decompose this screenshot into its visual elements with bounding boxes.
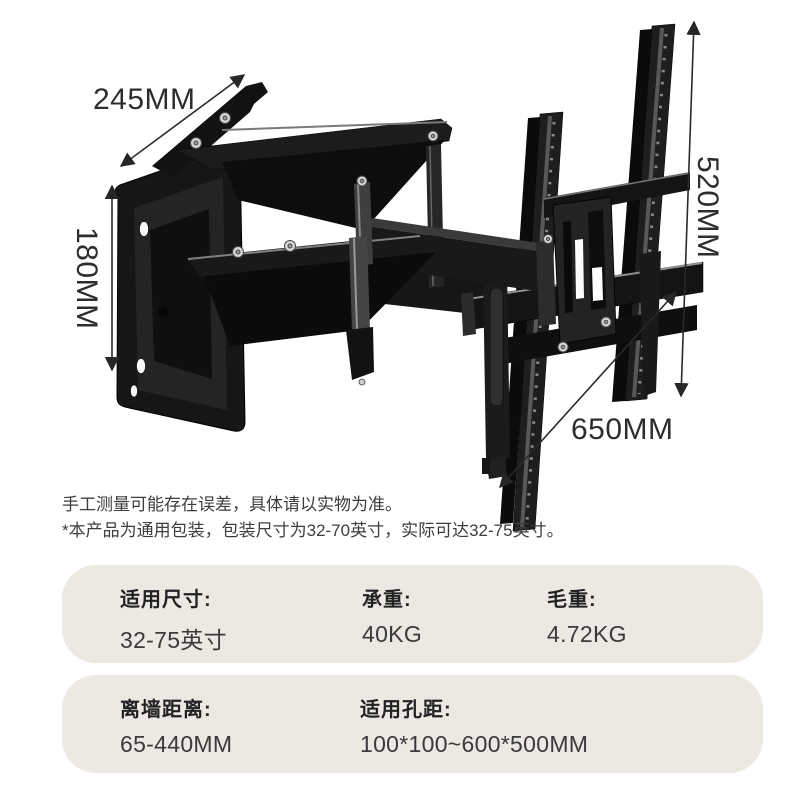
lower-arm-sheet (204, 252, 436, 346)
wall-plate (114, 145, 246, 432)
spec-load-capacity: 承重: 40KG (362, 583, 422, 648)
dim-label-top-width: 245MM (93, 83, 196, 116)
spec-value: 65-440MM (120, 731, 233, 757)
spec-gross-weight: 毛重: 4.72KG (547, 583, 627, 648)
wall-plate-hole (136, 358, 146, 374)
dim-arrow-650 (499, 290, 677, 489)
lower-arm-assembly (186, 234, 436, 346)
left-rail-bracket (482, 268, 510, 479)
tv-mount-illustration (114, 23, 704, 532)
spec-wall-distance: 离墙距离: 65-440MM (120, 693, 232, 758)
spec-hole-pattern: 适用孔距: 100*100~600*500MM (360, 693, 588, 758)
dimension-annotations (104, 20, 701, 489)
spec-value: 4.72KG (547, 621, 627, 647)
tv-wall-mount-dimension-diagram: 245MM 180MM 520MM 650MM (70, 20, 724, 532)
vesa-slot-cutout (575, 239, 584, 299)
note-measurement: 手工测量可能存在误差，具体请以实物为准。 (62, 495, 402, 514)
dim-label-right-height: 520MM (691, 156, 724, 259)
dim-arrow-245 (119, 74, 246, 167)
spec-label: 离墙距离: (120, 699, 212, 721)
dim-arrow-520 (674, 20, 701, 398)
lower-flange-plate (186, 234, 436, 278)
wall-plate-hole (158, 307, 168, 317)
center-hinge-posts (346, 182, 374, 386)
spec-card-2: 离墙距离: 65-440MM 适用孔距: 100*100~600*500MM (62, 675, 763, 773)
rail-hinge-post (536, 240, 556, 326)
disclaimer-notes: 手工测量可能存在误差，具体请以实物为准。 *本产品为通用包装，包装尺寸为32-7… (62, 492, 722, 544)
spec-value: 100*100~600*500MM (360, 731, 589, 757)
spec-card-1: 适用尺寸: 32-75英寸 承重: 40KG 毛重: 4.72KG (62, 565, 763, 663)
spec-screen-size: 适用尺寸: 32-75英寸 (120, 583, 227, 655)
upper-arm-sheet (222, 140, 445, 230)
spec-label: 毛重: (547, 589, 597, 611)
dim-label-bottom-width: 650MM (571, 413, 674, 446)
spec-value: 32-75英寸 (120, 627, 227, 653)
spec-label: 适用孔距: (360, 699, 452, 721)
spec-label: 承重: (362, 589, 412, 611)
spec-value: 40KG (362, 621, 423, 647)
note-packaging: *本产品为通用包装，包装尺寸为32-70英寸，实际可达32-75英寸。 (62, 521, 564, 540)
wall-plate-hole (130, 384, 138, 398)
dim-label-left-height: 180MM (70, 227, 103, 330)
spec-label: 适用尺寸: (120, 589, 212, 611)
wall-plate-hole (139, 221, 149, 237)
